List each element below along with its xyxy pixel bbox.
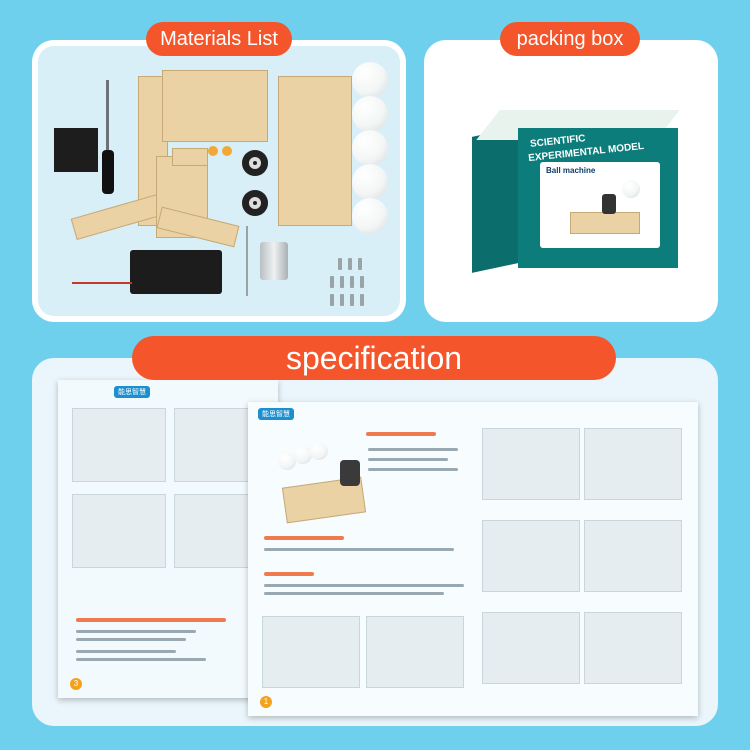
wheel-1 <box>242 150 268 176</box>
text-line <box>368 468 458 471</box>
screw <box>330 276 334 288</box>
packing-box-panel: SCIENTIFIC EXPERIMENTAL MODEL Ball machi… <box>424 40 718 322</box>
tip-heading <box>76 618 226 622</box>
gear-small <box>208 146 218 156</box>
step-photo <box>72 408 166 482</box>
screw <box>360 294 364 306</box>
text-line <box>264 548 454 551</box>
screw <box>348 258 352 270</box>
specification-panel: 能思智慧 3 能思智慧 1 <box>32 358 718 726</box>
ping-pong-ball-3 <box>352 130 388 166</box>
screw <box>360 276 364 288</box>
motor <box>260 242 288 280</box>
text-line <box>76 638 186 641</box>
tip-heading <box>264 572 314 576</box>
step-photo <box>262 616 360 688</box>
step-photo <box>482 428 580 500</box>
step-photo <box>584 428 682 500</box>
text-line <box>368 448 458 451</box>
model-motor <box>340 460 360 486</box>
model-ball <box>278 452 296 470</box>
gear-small-2 <box>222 146 232 156</box>
step-photo <box>366 616 464 688</box>
booklet-brand-left: 能思智慧 <box>114 386 150 398</box>
model-ball <box>310 442 328 460</box>
screwdriver-handle <box>102 150 114 194</box>
booklet-left-page: 能思智慧 3 <box>58 380 278 698</box>
box-window: Ball machine <box>540 162 660 248</box>
screw <box>358 258 362 270</box>
black-pad <box>54 128 98 172</box>
box-model-base <box>570 212 640 234</box>
text-line <box>368 458 448 461</box>
step-photo <box>482 612 580 684</box>
ping-pong-ball-2 <box>352 96 388 132</box>
wood-plate-top <box>162 70 268 142</box>
box-product-name: Ball machine <box>546 166 596 175</box>
step-photo <box>72 494 166 568</box>
ping-pong-ball-5 <box>352 198 388 234</box>
screw <box>338 258 342 270</box>
tip-heading <box>366 432 436 436</box>
screw <box>350 294 354 306</box>
battery-box <box>130 250 222 294</box>
box-side <box>472 127 518 273</box>
wood-small-bracket <box>172 148 208 166</box>
wood-arm-left <box>70 194 164 240</box>
text-line <box>264 584 464 587</box>
box-front: SCIENTIFIC EXPERIMENTAL MODEL Ball machi… <box>518 128 678 268</box>
model-ball <box>294 446 312 464</box>
specification-label: specification <box>132 336 616 380</box>
text-line <box>264 592 444 595</box>
materials-photo <box>38 46 400 316</box>
wood-board-right <box>278 76 352 226</box>
screw <box>340 294 344 306</box>
tip-heading <box>264 536 344 540</box>
screw <box>330 294 334 306</box>
battery-wire-red <box>72 282 132 284</box>
step-photo <box>584 612 682 684</box>
packing-box-label: packing box <box>500 22 640 56</box>
booklet-right-spread: 能思智慧 1 <box>248 402 698 716</box>
materials-list-label: Materials List <box>146 22 292 56</box>
text-line <box>76 658 206 661</box>
ping-pong-ball-1 <box>352 62 388 98</box>
wheel-2 <box>242 190 268 216</box>
page-number-left: 3 <box>70 678 82 690</box>
text-line <box>76 650 176 653</box>
step-photo <box>482 520 580 592</box>
screw <box>350 276 354 288</box>
screw <box>340 276 344 288</box>
text-line <box>76 630 196 633</box>
metal-rod <box>246 226 248 296</box>
box-model-motor <box>602 194 616 214</box>
booklet-brand-right: 能思智慧 <box>258 408 294 420</box>
ping-pong-ball-4 <box>352 164 388 200</box>
screwdriver <box>106 80 109 152</box>
box-model-ball <box>622 180 640 198</box>
page-number-right: 1 <box>260 696 272 708</box>
step-photo <box>584 520 682 592</box>
materials-panel <box>32 40 406 322</box>
